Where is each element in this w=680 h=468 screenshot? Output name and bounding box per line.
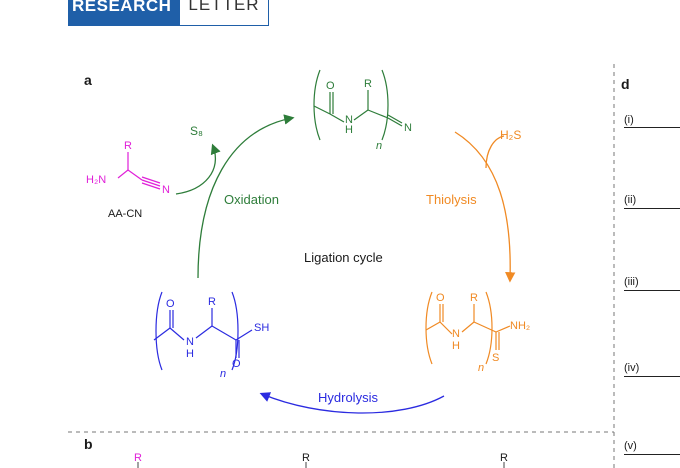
h2s-branch <box>485 135 505 169</box>
h2s-label: H₂S <box>500 128 522 142</box>
panel-d-line-ii <box>624 208 680 209</box>
aacn-nitrile-n: N <box>162 184 170 196</box>
top-structure <box>313 69 403 141</box>
panel-label-a: a <box>84 72 92 88</box>
top-nitrile-n: N <box>404 122 412 134</box>
panel-b-r2: R <box>302 452 310 464</box>
journal-banner: RESEARCH LETTER <box>68 0 269 26</box>
banner-letter: LETTER <box>179 0 269 26</box>
top-o: O <box>326 80 335 92</box>
top-n: n <box>376 140 383 152</box>
left-r: R <box>208 296 216 308</box>
left-structure <box>153 291 253 371</box>
step-hydrolysis: Hydrolysis <box>318 390 378 405</box>
oxidation-arrow <box>197 114 295 279</box>
cycle-center-label: Ligation cycle <box>304 250 383 265</box>
thiolysis-arrow <box>454 131 516 283</box>
left-n: n <box>220 368 227 380</box>
panel-d-row-iv: (iv) <box>624 362 640 374</box>
left-nh-h: H <box>186 348 194 360</box>
top-nh-h: H <box>345 124 353 136</box>
panel-b-structures <box>137 462 505 468</box>
right-s: S <box>492 352 500 364</box>
panel-d-row-i: (i) <box>624 114 634 126</box>
step-thiolysis: Thiolysis <box>426 192 477 207</box>
panel-d-line-iv <box>624 376 680 377</box>
aacn-r: R <box>124 140 132 152</box>
banner-research: RESEARCH <box>68 0 180 26</box>
right-nh-h: H <box>452 340 460 352</box>
panel-label-b: b <box>84 436 93 452</box>
s8-branch-arrow <box>175 143 221 195</box>
left-o2: O <box>232 358 241 370</box>
step-oxidation: Oxidation <box>224 192 279 207</box>
s8-label: S₈ <box>190 124 203 138</box>
panel-d-line-iii <box>624 290 680 291</box>
panel-d-row-v: (v) <box>624 440 637 452</box>
right-nh-n: N <box>452 328 460 340</box>
panel-b-r1: R <box>134 452 142 464</box>
top-nh-n: N <box>345 114 353 126</box>
panel-b-r3: R <box>500 452 508 464</box>
panel-d-row-ii: (ii) <box>624 194 637 206</box>
right-n: n <box>478 362 485 374</box>
left-sh: SH <box>254 322 270 334</box>
right-o: O <box>436 292 445 304</box>
right-r: R <box>470 292 478 304</box>
top-r: R <box>364 78 372 90</box>
left-o: O <box>166 298 175 310</box>
left-nh-n: N <box>186 336 194 348</box>
panel-d-row-iii: (iii) <box>624 276 639 288</box>
panel-d-line-i <box>624 127 680 128</box>
aacn-h2n: H₂N <box>86 174 107 186</box>
aa-cn-structure <box>117 152 161 190</box>
panel-label-d: d <box>621 76 630 92</box>
right-nh2: NH₂ <box>510 320 531 332</box>
hydrolysis-arrow <box>259 392 445 414</box>
aacn-label: AA-CN <box>108 208 143 220</box>
right-structure <box>425 291 511 365</box>
panel-d-line-v <box>624 454 680 455</box>
